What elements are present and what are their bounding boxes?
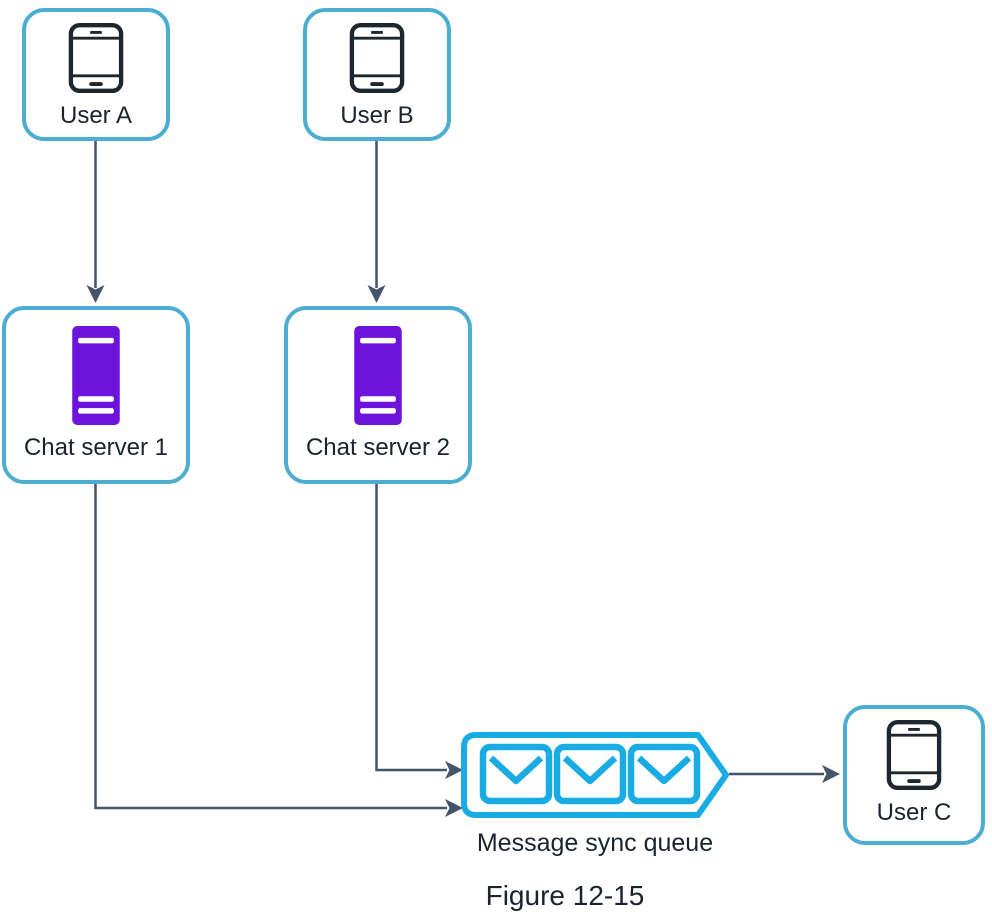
edge-queue-to-user-c (729, 765, 840, 783)
phone-icon (886, 720, 942, 790)
server-icon (354, 326, 402, 425)
chat-server-2-node: Chat server 2 (284, 306, 472, 484)
chat-server-1-node: Chat server 1 (2, 306, 190, 484)
figure-caption: Figure 12-15 (485, 880, 645, 911)
user-a-node: User A (22, 8, 170, 141)
user-c-node: User C (843, 705, 985, 845)
envelope-icon (553, 743, 627, 805)
message-sync-queue-node (461, 732, 729, 818)
user-b-label: User B (340, 102, 414, 129)
edge-chat-server-2-to-queue (375, 484, 463, 779)
phone-icon (68, 23, 124, 93)
user-b-node: User B (303, 8, 451, 141)
server-icon (72, 326, 120, 425)
chat-server-2-label: Chat server 2 (305, 434, 451, 461)
user-a-label: User A (59, 102, 133, 129)
user-c-label: User C (876, 799, 952, 826)
chat-server-1-label: Chat server 1 (23, 434, 169, 461)
edge-user-b-to-chat-server-2 (367, 141, 386, 303)
envelope-icon (627, 743, 701, 805)
edge-user-a-to-chat-server-1 (86, 141, 105, 303)
phone-icon (349, 23, 405, 93)
edge-chat-server-1-to-queue (94, 484, 463, 817)
envelope-icon (479, 743, 553, 805)
message-sync-queue-label: Message sync queue (476, 829, 714, 857)
